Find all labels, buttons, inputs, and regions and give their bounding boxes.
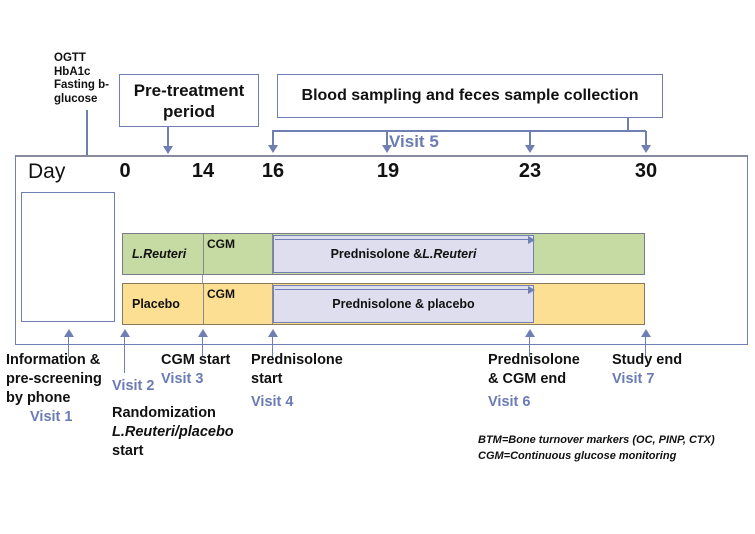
milestone-arrowhead-visit3-icon	[198, 329, 208, 337]
arm-label-reuteri: L.Reuteri	[132, 247, 187, 261]
prednisolone-arrowhead-placebo-icon	[528, 285, 535, 294]
milestone-study-end-line1: Study end	[612, 352, 683, 368]
milestone-randomization-line3: start	[112, 443, 144, 459]
milestone-stem-visit6	[529, 337, 531, 357]
milestone-label-prednisolone-cgm-end: Prednisolone & CGM end Visit 6	[488, 351, 598, 412]
day-tick-19: 19	[376, 160, 400, 182]
bracket-arrowhead-day16-icon	[268, 145, 278, 153]
prednisolone-arrowhead-reuteri-icon	[528, 235, 535, 244]
bracket-arrowhead-day19-icon	[382, 145, 392, 153]
prednisolone-arrow-placebo	[275, 289, 530, 291]
prednisolone-reuteri-text: Prednisolone &	[330, 247, 423, 261]
milestone-cgm-start-line1: CGM start	[161, 352, 231, 368]
bracket-drop-day23	[529, 131, 531, 147]
footnote-btm: BTM=Bone turnover markers (OC, PINP, CTX…	[478, 434, 715, 446]
pre-treatment-period-box: Pre-treatment period	[119, 74, 259, 127]
milestone-information-line2: pre-screening	[6, 371, 102, 387]
milestone-information-line3: by phone	[6, 390, 71, 406]
blood-sampling-box: Blood sampling and feces sample collecti…	[277, 74, 663, 118]
milestone-arrowhead-visit6-icon	[525, 329, 535, 337]
day-tick-16: 16	[261, 160, 285, 182]
milestone-label-randomization: Randomization L.Reuteri/placebo start	[112, 404, 262, 461]
footnote-cgm: CGM=Continuous glucose monitoring	[478, 450, 677, 462]
milestone-arrowhead-visit2-icon	[120, 329, 130, 337]
milestone-arrowhead-visit7-icon	[641, 329, 651, 337]
milestone-pred-end-line1: Prednisolone	[488, 352, 580, 368]
bracket-arrowhead-day30-icon	[641, 145, 651, 153]
milestone-information-line1: Information &	[6, 352, 101, 368]
milestone-pred-start-visit: Visit 4	[251, 394, 294, 410]
milestone-randomization-line2: L.Reuteri/placebo	[112, 424, 234, 440]
milestone-stem-visit3	[202, 337, 204, 357]
blood-sampling-connector-stem	[627, 118, 629, 131]
milestone-randomization-line1: Randomization	[112, 405, 216, 421]
milestone-label-study-end: Study end Visit 7	[612, 351, 722, 389]
baseline-assessments-note: OGTT HbA1c Fasting b- glucose	[54, 52, 116, 106]
cgm-label-placebo: CGM	[207, 287, 235, 301]
assessment-line-hba1c: HbA1c	[54, 65, 91, 78]
milestone-arrowhead-visit4-icon	[268, 329, 278, 337]
milestone-stem-visit7	[645, 337, 647, 357]
prednisolone-block-placebo: Prednisolone & placebo	[273, 285, 534, 323]
bracket-drop-day16	[272, 131, 274, 147]
milestone-label-cgm-start: CGM start Visit 3	[161, 351, 257, 389]
pre-screening-placeholder-box	[21, 192, 115, 322]
assessment-line-fasting: Fasting b-	[54, 79, 109, 91]
milestone-arrowhead-visit1-icon	[64, 329, 74, 337]
day-tick-23: 23	[518, 160, 542, 182]
assessment-line-glucose: glucose	[54, 92, 98, 105]
cgm-connector-line	[202, 275, 204, 283]
prednisolone-reuteri-text-italic: L.Reuteri	[422, 247, 477, 261]
day-tick-14: 14	[191, 160, 215, 182]
pre-treatment-connector-line	[167, 127, 169, 147]
treatment-bar-reuteri: L.Reuteri CGM Prednisolone & L.Reuteri	[122, 233, 645, 275]
milestone-label-visit2: Visit 2	[112, 378, 155, 394]
assessment-line-ogtt: OGTT	[54, 52, 86, 64]
prednisolone-block-reuteri: Prednisolone & L.Reuteri	[273, 235, 534, 273]
prednisolone-placebo-text: Prednisolone & placebo	[332, 297, 475, 311]
milestone-stem-visit2	[124, 337, 126, 373]
milestone-pred-end-visit: Visit 6	[488, 394, 531, 410]
milestone-pred-start-line2: start	[251, 371, 283, 387]
milestone-information-visit: Visit 1	[30, 409, 73, 425]
day-axis-label: Day	[28, 160, 66, 183]
milestone-study-end-visit: Visit 7	[612, 371, 655, 387]
cgm-period-placebo: CGM	[203, 284, 273, 324]
milestone-stem-visit1	[68, 337, 70, 357]
day-axis-line	[16, 155, 747, 157]
arm-label-placebo: Placebo	[132, 297, 180, 311]
bracket-drop-day19	[386, 131, 388, 147]
milestone-cgm-start-visit: Visit 3	[161, 371, 204, 387]
milestone-pred-start-line1: Prednisolone	[251, 352, 343, 368]
day-tick-30: 30	[634, 160, 658, 182]
cgm-period-reuteri: CGM	[203, 234, 273, 274]
treatment-bar-placebo: Placebo CGM Prednisolone & placebo	[122, 283, 645, 325]
milestone-label-prednisolone-start: Prednisolone start Visit 4	[251, 351, 361, 412]
bracket-drop-day30	[645, 131, 647, 147]
milestone-stem-visit4	[272, 337, 274, 357]
footnotes: BTM=Bone turnover markers (OC, PINP, CTX…	[478, 432, 748, 464]
milestone-label-information: Information & pre-screening by phone Vis…	[6, 351, 126, 427]
assessments-connector-line	[86, 110, 88, 168]
cgm-label-reuteri: CGM	[207, 237, 235, 251]
day-tick-0: 0	[119, 160, 131, 182]
prednisolone-arrow-reuteri	[275, 239, 530, 241]
pre-treatment-arrowhead-icon	[163, 146, 173, 154]
blood-sampling-bracket	[272, 130, 646, 132]
milestone-pred-end-line2: & CGM end	[488, 371, 567, 387]
bracket-arrowhead-day23-icon	[525, 145, 535, 153]
visit-5-label: Visit 5	[389, 132, 439, 151]
